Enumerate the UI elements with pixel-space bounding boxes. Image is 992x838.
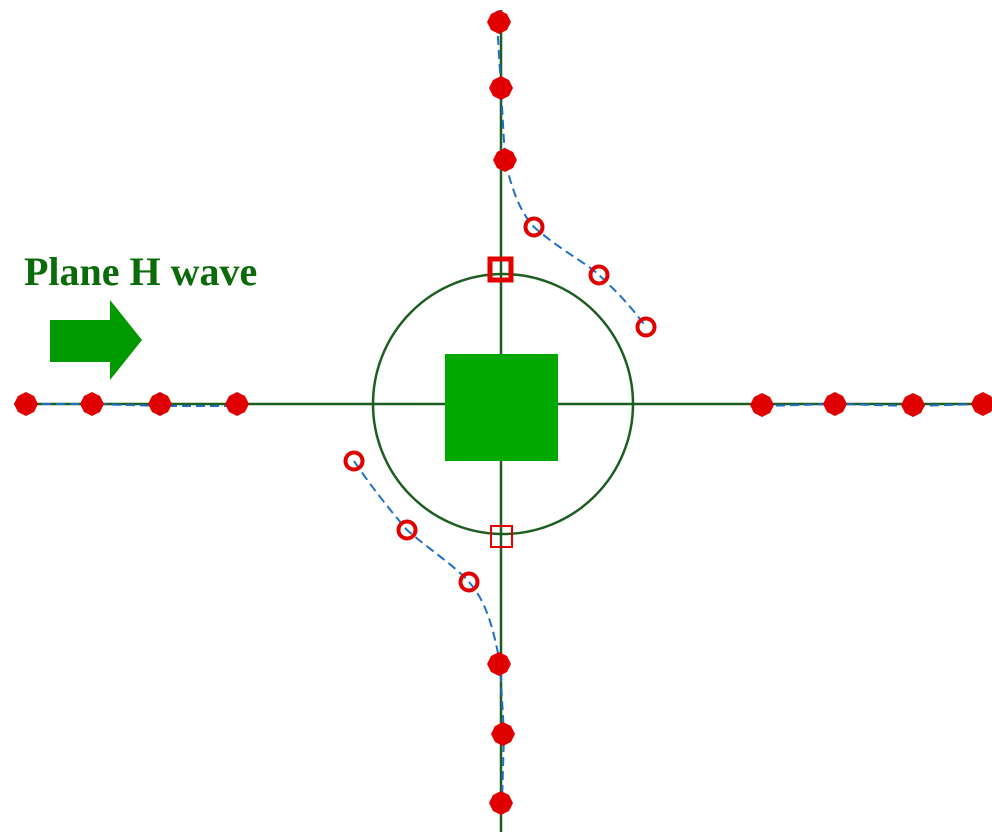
filled-octagon-marker [491,722,515,746]
dashed-curves [14,21,986,804]
filled-octagon-marker [489,791,513,815]
filled-markers [14,10,992,815]
filled-octagon-marker [493,148,517,172]
open-circle-marker [523,216,545,238]
open-square-marker-bottom [490,525,513,548]
filled-octagon-marker [225,392,249,416]
boundary-circle [371,272,635,536]
right-arrow-icon [50,300,142,380]
filled-octagon-marker [487,10,511,34]
open-circle-marker [343,450,365,472]
open-square-marker-top [487,256,514,283]
filled-octagon-marker [971,392,992,416]
dashed-curve-top [496,21,647,328]
wave-label: Plane H wave [24,249,258,294]
filled-octagon-marker [487,652,511,676]
filled-octagon-marker [14,392,38,416]
open-circle-marker [458,571,480,593]
open-circle-marker [588,264,610,286]
filled-octagon-marker [750,393,774,417]
dashed-curve-right [761,402,986,408]
filled-octagon-marker [489,76,513,100]
filled-octagon-marker [901,393,925,417]
filled-octagon-marker [148,392,172,416]
open-circle-marker [396,519,418,541]
filled-octagon-marker [823,392,847,416]
dashed-curve-left [14,403,237,407]
open-circle-marker [635,316,657,338]
filled-octagon-marker [80,392,104,416]
open-markers [343,216,657,593]
scatterer-square [445,354,558,461]
dashed-curve-bottom [353,460,506,804]
